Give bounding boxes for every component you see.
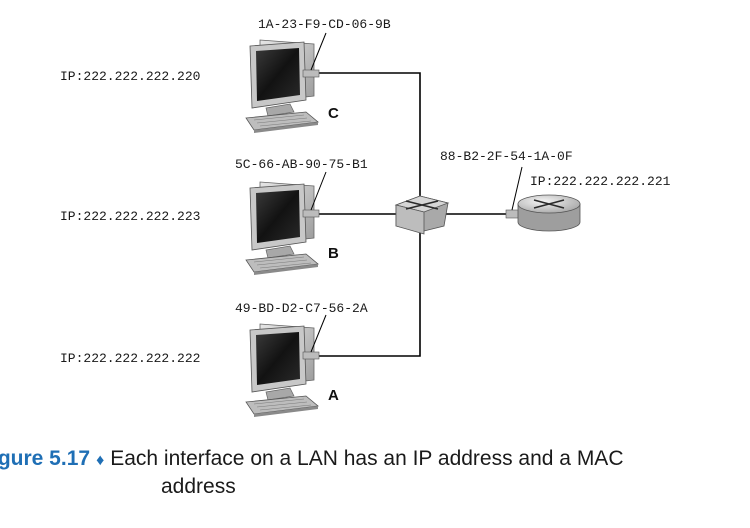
figure-number: igure 5.17	[0, 447, 91, 470]
host-c-interface	[302, 69, 320, 78]
host-a: 49-BD-D2-C7-56-2A IP:222.222.222.222 A	[60, 301, 368, 418]
host-c-mac-leader	[310, 32, 327, 71]
cable-host-c	[318, 72, 421, 201]
router-mac: 88-B2-2F-54-1A-0F	[440, 149, 573, 164]
host-c: 1A-23-F9-CD-06-9B IP:222.222.222.220 C	[60, 17, 391, 134]
host-c-label: C	[328, 105, 339, 122]
switch	[394, 195, 450, 235]
host-a-interface	[302, 351, 320, 360]
host-b-interface	[302, 209, 320, 218]
host-c-ip: IP:222.222.222.220	[60, 69, 200, 84]
router-mac-leader	[511, 166, 523, 211]
host-b-label: B	[328, 245, 339, 262]
host-b: 5C-66-AB-90-75-B1 IP:222.222.222.223 B	[60, 157, 368, 276]
host-b-mac: 5C-66-AB-90-75-B1	[235, 157, 368, 172]
caption-text-line1: Each interface on a LAN has an IP addres…	[110, 447, 624, 470]
caption-text-line2: address	[161, 475, 236, 498]
host-c-mac: 1A-23-F9-CD-06-9B	[258, 17, 391, 32]
figure-caption: igure 5.17 ♦ Each interface on a LAN has a…	[0, 446, 750, 500]
host-a-ip: IP:222.222.222.222	[60, 351, 200, 366]
host-b-mac-leader	[310, 171, 327, 211]
diamond-separator-icon: ♦	[96, 452, 105, 469]
host-a-mac: 49-BD-D2-C7-56-2A	[235, 301, 368, 316]
cable-host-a	[318, 229, 421, 357]
host-a-label: A	[328, 387, 339, 404]
router-ip: IP:222.222.222.221	[530, 174, 671, 189]
host-a-mac-leader	[310, 314, 327, 353]
switch-arrows-icon	[405, 200, 439, 210]
router-arrows-icon	[533, 199, 565, 209]
host-b-ip: IP:222.222.222.223	[60, 209, 200, 224]
router: 88-B2-2F-54-1A-0F IP:222.222.222.221	[440, 149, 671, 232]
